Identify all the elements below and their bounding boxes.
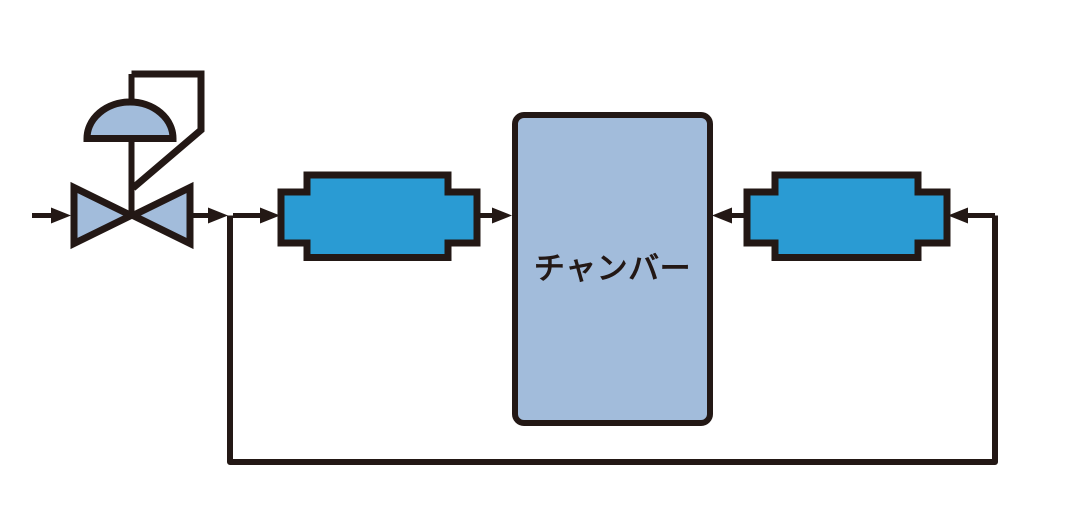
chamber-vessel [512,112,713,426]
flow-arrowhead-into-right-block [948,207,968,224]
valve-body-right-triangle [125,181,194,250]
feedback-loop-pipe [227,215,998,465]
flow-arrowhead-inlet [51,207,71,224]
flow-arrowhead-into-chamber-right [712,207,732,224]
chamber: チャンバー [512,112,713,426]
right-process-block-icon [743,171,951,261]
valve-body-left-triangle [70,181,139,250]
control-valve [70,70,205,250]
chamber-label: チャンバー [534,251,691,287]
flow-arrowhead-into-chamber-left [492,207,512,224]
left-process-block-icon [277,171,481,261]
actuator-signal-flag [130,70,205,191]
flow-arrowhead-into-left-block [260,207,280,224]
flow-arrowhead-valve-outlet [208,207,228,224]
valve-actuator-dome-icon [83,98,177,142]
